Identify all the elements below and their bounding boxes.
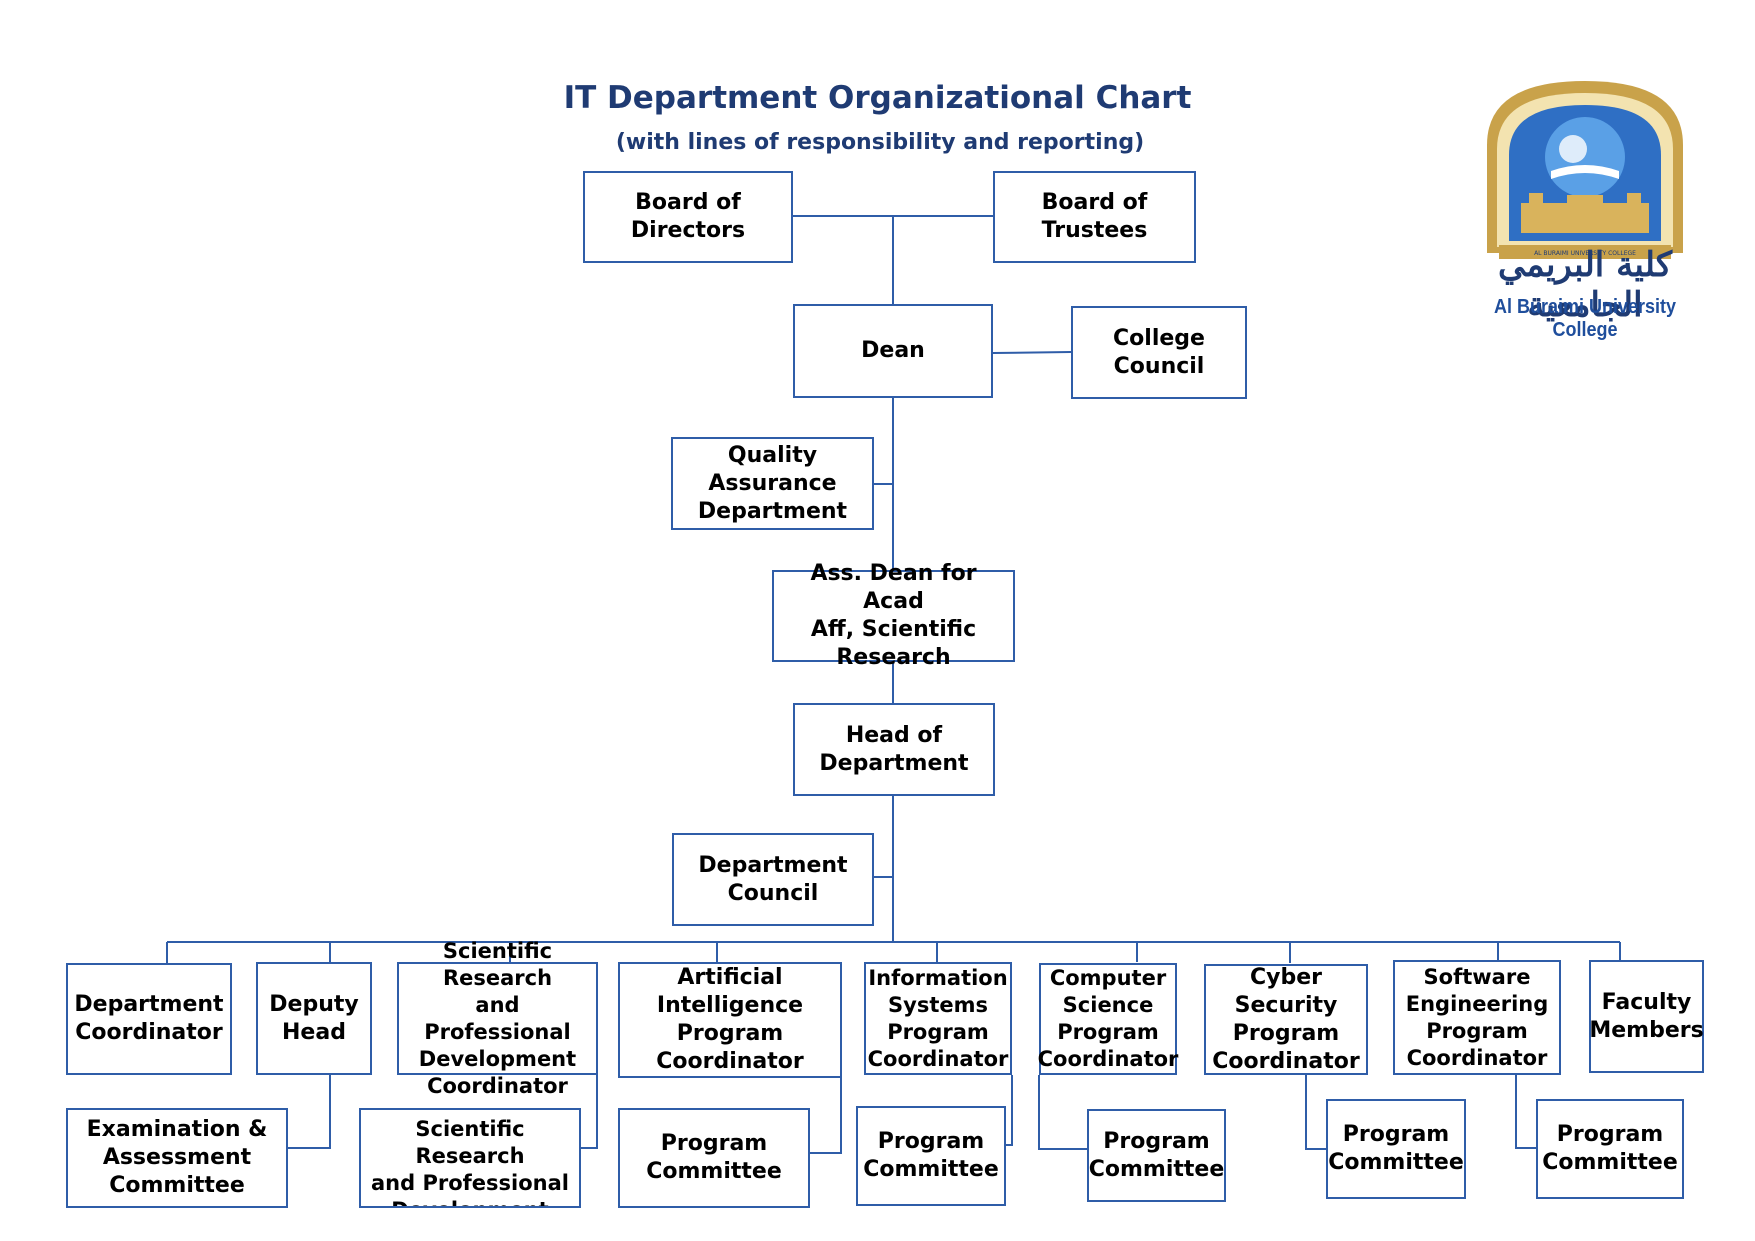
is-coordinator-box: Information Systems Program Coordinator: [864, 962, 1012, 1075]
college-name-arabic: كلية البريمي الجامعية: [1497, 245, 1673, 325]
page-title: IT Department Organizational Chart: [563, 80, 1192, 116]
srpd-coordinator-box: Scientific Research and Professional Dev…: [397, 939, 598, 1098]
ai-coordinator-label: Artificial Intelligence Program Coordina…: [656, 965, 804, 1074]
board-of-trustees-box: Board of Trustees: [993, 171, 1196, 263]
srpd-committee-box: Scientific Research and Professional Dev…: [359, 1108, 581, 1208]
is-coordinator-label: Information Systems Program Coordinator: [867, 965, 1009, 1071]
cs-program-committee-label: Program Committee: [1088, 1128, 1225, 1182]
srpd-committee-label: Scientific Research and Professional Dev…: [371, 1117, 569, 1206]
deputy-head-box: Deputy Head: [256, 962, 372, 1075]
page-subtitle: (with lines of responsibility and report…: [615, 130, 1145, 155]
is-program-committee-box: Program Committee: [856, 1106, 1006, 1206]
deputy-head-label: Deputy Head: [269, 991, 359, 1045]
se-coordinator-box: Software Engineering Program Coordinator: [1393, 960, 1561, 1075]
se-program-committee-box: Program Committee: [1536, 1099, 1684, 1199]
cyber-coordinator-box: Cyber Security Program Coordinator: [1204, 964, 1368, 1075]
board-of-directors-box: Board of Directors: [583, 171, 793, 263]
cs-coordinator-box: Computer Science Program Coordinator: [1037, 963, 1179, 1075]
department-coordinator-label: Department Coordinator: [74, 992, 224, 1045]
faculty-members-label: Faculty Members: [1589, 989, 1704, 1043]
se-program-committee-label: Program Committee: [1542, 1122, 1678, 1175]
faculty-members-box: Faculty Members: [1589, 960, 1704, 1073]
exam-committee-box: Examination & Assessment Committee: [66, 1108, 288, 1208]
srpd-coordinator-label: Scientific Research and Professional Dev…: [418, 938, 577, 1098]
department-council-label: Department Council: [698, 852, 848, 906]
ai-program-committee-label: Program Committee: [646, 1131, 782, 1184]
quality-assurance-box: Quality Assurance Department: [671, 437, 874, 530]
cyber-program-committee-label: Program Committee: [1328, 1122, 1464, 1175]
assistant-dean-label: Ass. Dean for Acad Aff, Scientific Resea…: [810, 561, 977, 670]
college-council-box: College Council: [1071, 306, 1247, 399]
ai-coordinator-box: Artificial Intelligence Program Coordina…: [618, 962, 842, 1078]
board-of-trustees-label: Board of Trustees: [1041, 190, 1148, 243]
head-of-department-box: Head of Department: [793, 703, 995, 796]
dean-box: Dean: [793, 304, 993, 398]
quality-assurance-label: Quality Assurance Department: [697, 442, 848, 524]
department-coordinator-box: Department Coordinator: [66, 963, 232, 1075]
assistant-dean-box: Ass. Dean for Acad Aff, Scientific Resea…: [772, 561, 1015, 670]
cs-coordinator-label: Computer Science Program Coordinator: [1037, 966, 1179, 1071]
cs-program-committee-box: Program Committee: [1087, 1109, 1226, 1202]
college-seal-logo: AL BURAIMI UNIVERSITY COLLEGE: [1487, 81, 1683, 259]
head-of-department-label: Head of Department: [819, 722, 969, 776]
college-name-english: Al Buraimi University College: [1493, 296, 1677, 341]
department-council-box: Department Council: [672, 833, 874, 926]
is-program-committee-label: Program Committee: [863, 1129, 999, 1182]
board-of-directors-label: Board of Directors: [630, 190, 746, 243]
ai-program-committee-box: Program Committee: [618, 1108, 810, 1208]
exam-committee-label: Examination & Assessment Committee: [86, 1117, 268, 1198]
cyber-program-committee-box: Program Committee: [1326, 1099, 1466, 1199]
se-coordinator-label: Software Engineering Program Coordinator: [1405, 964, 1549, 1070]
college-council-label: College Council: [1113, 325, 1205, 379]
cyber-coordinator-label: Cyber Security Program Coordinator: [1212, 964, 1360, 1074]
dean-label: Dean: [861, 338, 925, 363]
seal-text: AL BURAIMI UNIVERSITY COLLEGE: [1534, 250, 1636, 257]
